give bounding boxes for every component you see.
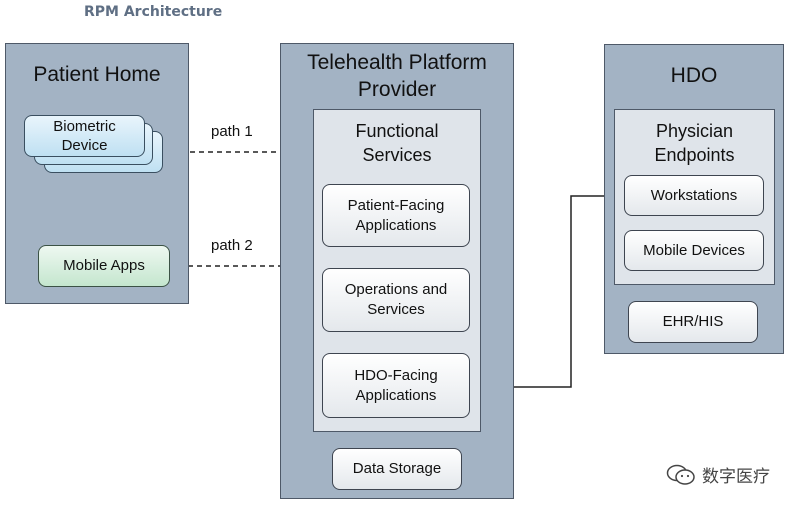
watermark: 数字医疗 — [666, 462, 770, 487]
mobile-apps-box: Mobile Apps — [38, 245, 170, 287]
hdo-title: HDO — [670, 64, 718, 87]
operations-box: Operations and Services — [322, 268, 470, 332]
watermark-text: 数字医疗 — [702, 467, 770, 486]
functional-services-title: Functional Services — [355, 121, 439, 165]
page-title: RPM Architecture — [84, 4, 223, 20]
mobile-devices-box: Mobile Devices — [624, 230, 764, 271]
hdo-connection-line — [481, 195, 614, 388]
patient-home-title: Patient Home — [33, 63, 161, 86]
physician-endpoints-title: Physician Endpoints — [654, 121, 735, 165]
biometric-device-box: Biometric Device — [24, 115, 145, 157]
data-storage-box: Data Storage — [332, 448, 462, 490]
telehealth-title: Telehealth Platform Provider — [307, 51, 487, 101]
path2-label: path 2 — [211, 237, 253, 254]
hdo-facing-box: HDO-Facing Applications — [322, 353, 470, 418]
ehr-his-box: EHR/HIS — [628, 301, 758, 343]
patient-facing-box: Patient-Facing Applications — [322, 184, 470, 247]
wechat-icon — [666, 464, 695, 485]
workstations-box: Workstations — [624, 175, 764, 216]
path1-label: path 1 — [211, 123, 253, 140]
